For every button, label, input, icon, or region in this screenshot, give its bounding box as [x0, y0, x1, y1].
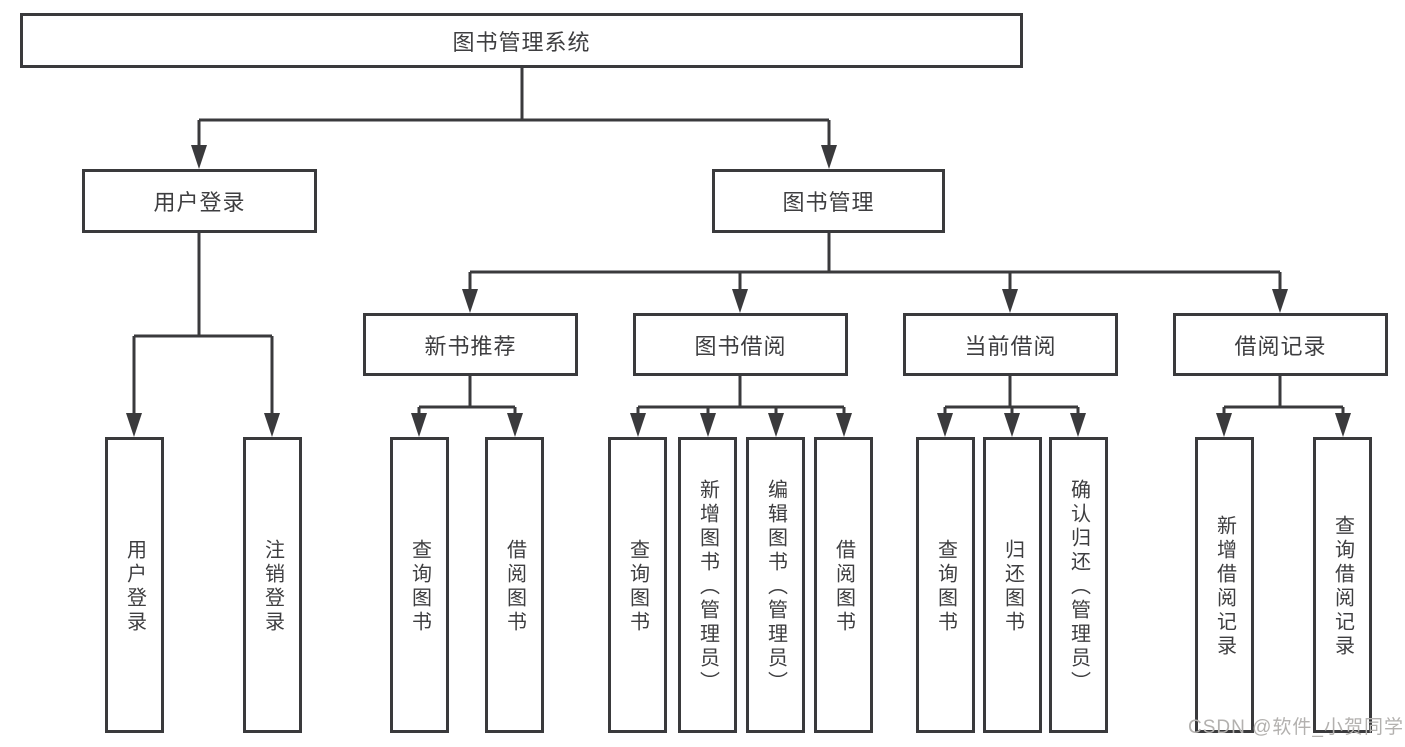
arrowheads — [126, 145, 1351, 437]
node-book-borrow: 图书借阅 — [633, 313, 848, 376]
leaf-br-query-record: 查询借阅记录 — [1313, 437, 1372, 733]
node-borrow-record: 借阅记录 — [1173, 313, 1388, 376]
leaf-cb-query-book: 查询图书 — [916, 437, 975, 733]
leaf-br-add-record: 新增借阅记录 — [1195, 437, 1254, 733]
leaf-bb-edit-book-admin: 编辑图书（管理员） — [746, 437, 805, 733]
leaf-nbr-borrow-book: 借阅图书 — [485, 437, 544, 733]
leaf-user-login: 用户登录 — [105, 437, 164, 733]
node-user-login: 用户登录 — [82, 169, 317, 233]
leaf-cb-confirm-return-admin: 确认归还（管理员） — [1049, 437, 1108, 733]
node-book-management: 图书管理 — [712, 169, 945, 233]
leaf-cb-return-book: 归还图书 — [983, 437, 1042, 733]
leaf-logout: 注销登录 — [243, 437, 302, 733]
node-new-book-recommend: 新书推荐 — [363, 313, 578, 376]
node-root: 图书管理系统 — [20, 13, 1023, 68]
leaf-nbr-query-book: 查询图书 — [390, 437, 449, 733]
leaf-bb-add-book-admin: 新增图书（管理员） — [678, 437, 737, 733]
watermark-text: CSDN @软件_小贺同学 — [1188, 717, 1404, 738]
leaf-bb-borrow-book: 借阅图书 — [814, 437, 873, 733]
leaf-bb-query-book: 查询图书 — [608, 437, 667, 733]
node-current-borrow: 当前借阅 — [903, 313, 1118, 376]
